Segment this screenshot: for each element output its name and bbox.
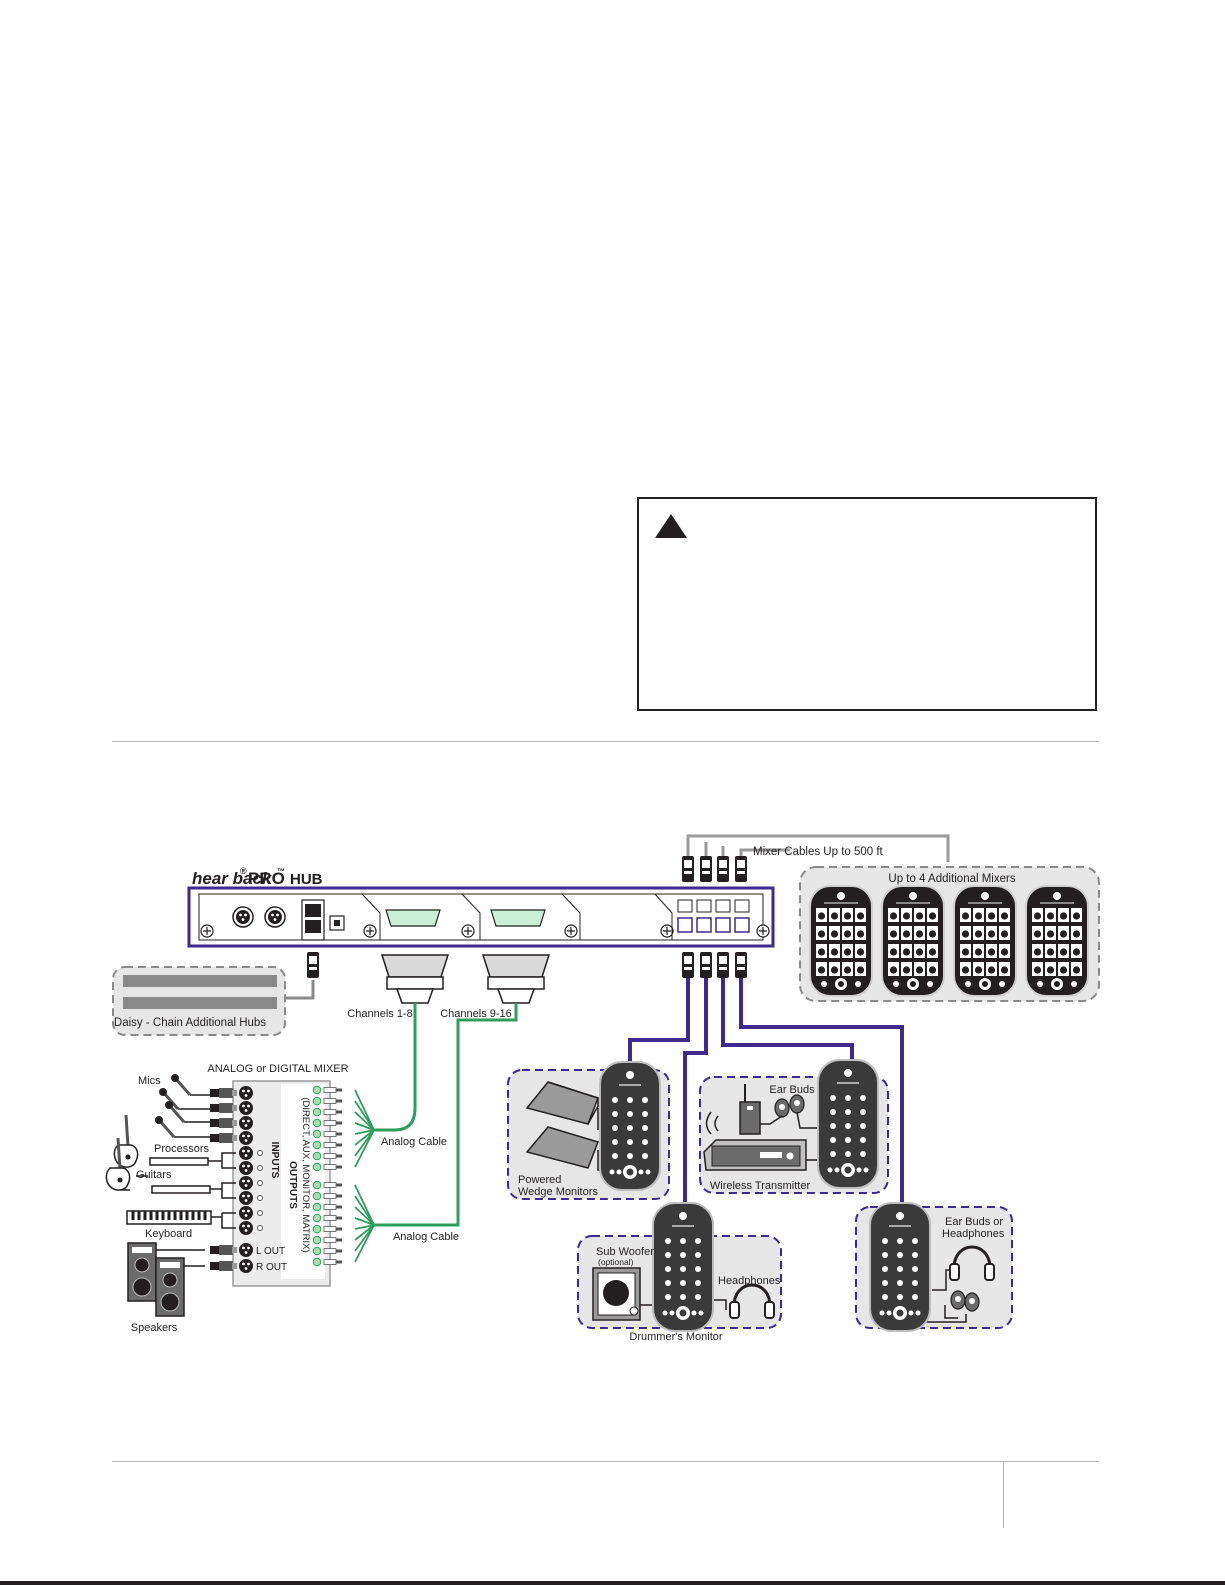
dsub-cable-1-8 <box>381 954 449 1004</box>
additional-mixers-panel <box>799 866 1100 1002</box>
mics-label: Mics <box>138 1075 161 1087</box>
drummers-monitor-group <box>577 1202 782 1332</box>
ear-buds-or-label-1: Ear Buds or <box>945 1216 1003 1228</box>
powered-wedge-group <box>507 1061 670 1200</box>
dsub-cable-9-16 <box>482 954 550 1004</box>
green-analog-cables <box>354 1003 518 1263</box>
ear-buds-headphones-group <box>855 1202 1013 1332</box>
additional-mixer-1 <box>809 885 873 997</box>
gray-mixer-cables <box>682 834 950 882</box>
sub-woofer-label: Sub Woofer <box>596 1246 654 1258</box>
analog-cable-label-1: Analog Cable <box>381 1136 447 1148</box>
additional-mixer-4 <box>1025 885 1089 997</box>
hub-logo: hear back ® PRO ™ HUB <box>192 866 323 888</box>
guitars-label: Guitars <box>136 1169 172 1181</box>
processors-and-guitars <box>120 1152 236 1229</box>
hub-model-text: HUB <box>290 871 323 888</box>
hub-pro-text: PRO <box>248 869 285 888</box>
speakers <box>127 1242 237 1317</box>
mics <box>153 1072 237 1143</box>
purple-mixer-cables <box>628 978 904 1206</box>
hub-brand-text: hear back <box>192 869 273 888</box>
hub-trademark: ™ <box>277 867 285 876</box>
additional-mixer-2 <box>881 885 945 997</box>
drummers-monitor-label: Drummer's Monitor <box>629 1331 723 1343</box>
wireless-group <box>699 1059 889 1194</box>
hub-registered-mark: ® <box>240 866 247 876</box>
hub-rack-unit <box>187 886 775 948</box>
additional-mixer-3 <box>953 885 1017 997</box>
keyboard-label: Keyboard <box>145 1228 192 1240</box>
analog-mixer-title: ANALOG or DIGITAL MIXER <box>207 1063 348 1075</box>
l-out-label: L OUT <box>256 1246 285 1257</box>
ear-buds-or-label-2: Headphones <box>942 1228 1005 1240</box>
additional-mixers-label: Up to 4 Additional Mixers <box>888 873 1015 885</box>
dsub-port-channels-9-16 <box>490 909 546 927</box>
outputs-label: OUTPUTS <box>287 1161 298 1209</box>
inputs-label: INPUTS <box>269 1142 280 1179</box>
optional-label: (optional) <box>598 1257 634 1267</box>
channels-1-8-label: Channels 1-8 <box>347 1008 412 1020</box>
mixer-cables-label: Mixer Cables Up to 500 ft <box>753 846 884 858</box>
ear-buds-label: Ear Buds <box>769 1084 815 1096</box>
keyboard-instrument <box>126 1210 222 1225</box>
powered-wedge-label-1: Powered <box>518 1174 561 1186</box>
warning-box <box>637 497 1097 711</box>
top-divider <box>112 741 1099 742</box>
daisy-chain-panel <box>112 952 319 1036</box>
processors-label: Processors <box>154 1143 210 1155</box>
speakers-label: Speakers <box>131 1322 178 1334</box>
footer-vertical-divider <box>1003 1463 1004 1528</box>
page-bottom-edge <box>0 1581 1225 1585</box>
analog-cable-label-2: Analog Cable <box>393 1231 459 1243</box>
headphones-label: Headphones <box>718 1275 781 1287</box>
bottom-divider <box>112 1461 1099 1462</box>
warning-triangle-icon <box>655 514 687 538</box>
powered-wedge-label-2: Wedge Monitors <box>518 1186 598 1198</box>
outputs-detail-label: (DIRECT, AUX, MONITOR, MATRIX) <box>300 1097 311 1252</box>
r-out-label: R OUT <box>256 1262 287 1273</box>
daisy-chain-label: Daisy - Chain Additional Hubs <box>114 1017 266 1029</box>
wireless-transmitter-label: Wireless Transmitter <box>710 1180 811 1192</box>
dsub-port-channels-1-8 <box>385 909 441 927</box>
channels-9-16-label: Channels 9-16 <box>440 1008 512 1020</box>
